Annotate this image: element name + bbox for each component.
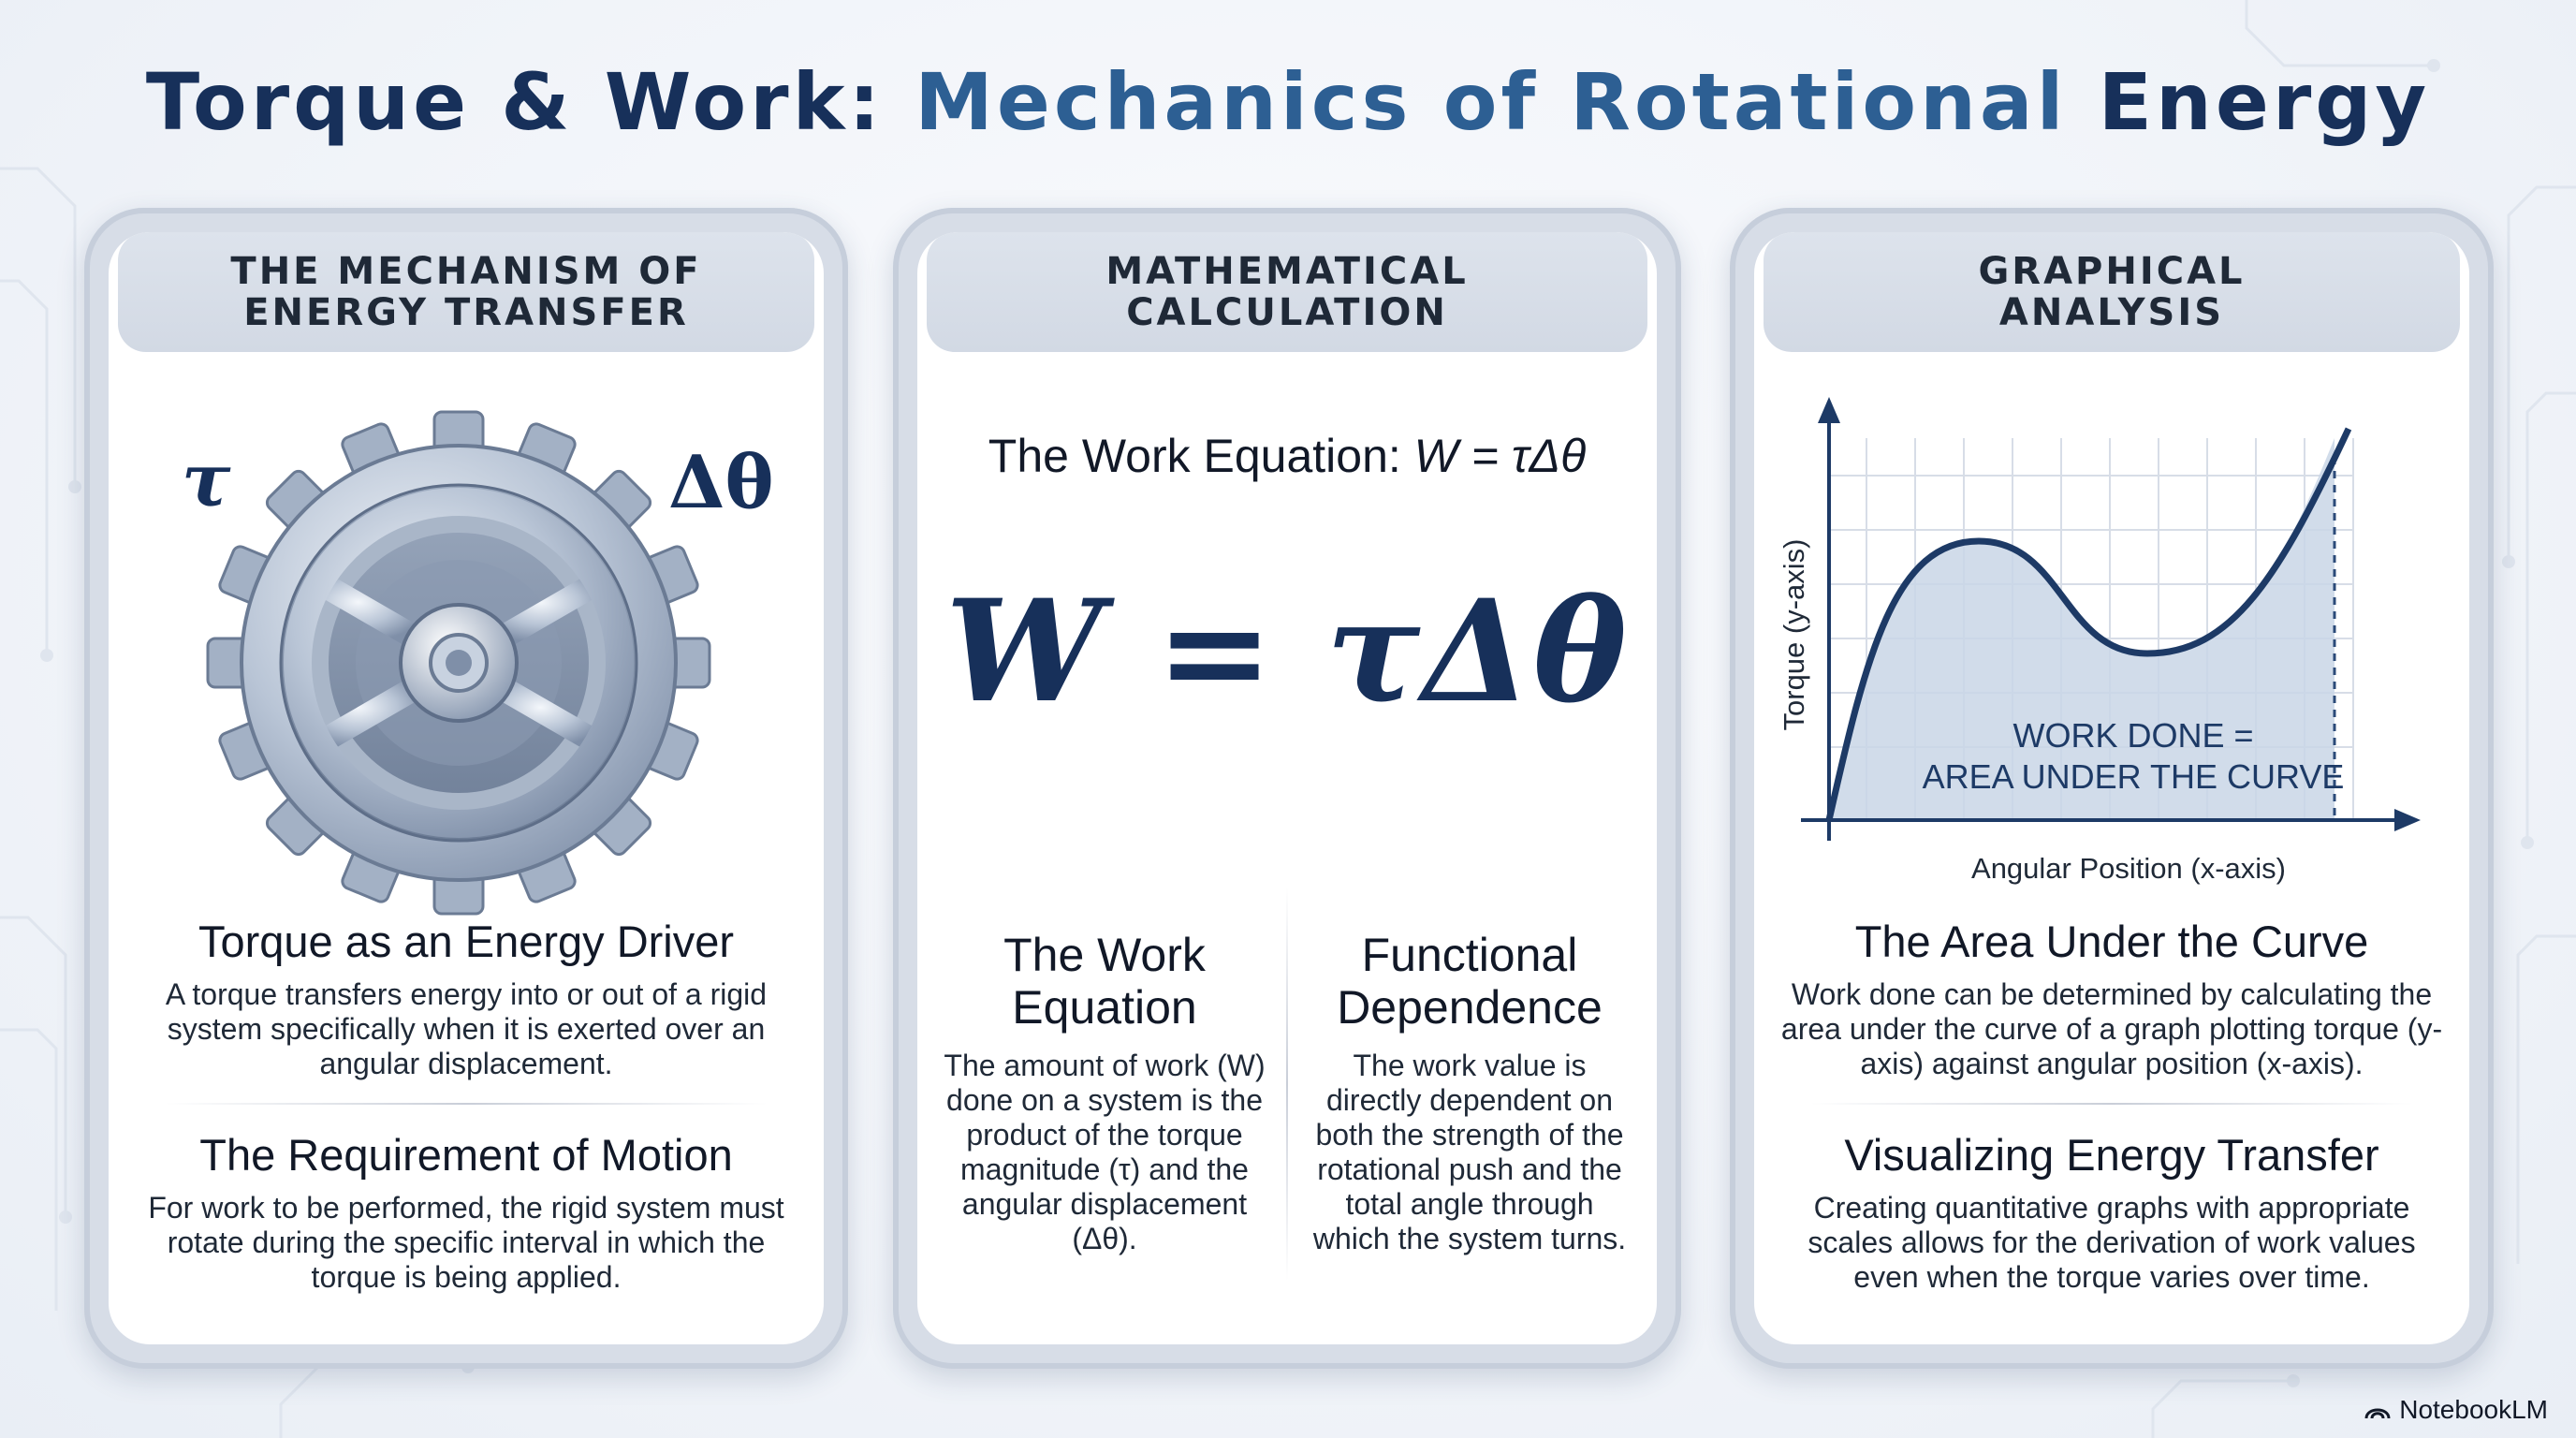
page-title: Torque & Work: Mechanics of Rotational E… [0, 56, 2576, 148]
header-line-2: ENERGY TRANSFER [243, 291, 689, 334]
column-divider [1286, 888, 1288, 1281]
y-axis-arrow-icon [1818, 397, 1840, 423]
panel-energy-transfer: THE MECHANISM OF ENERGY TRANSFER τ Δθ [84, 208, 848, 1369]
section-body-visualizing-energy: Creating quantitative graphs with approp… [1808, 1191, 2416, 1294]
panel-mathematical-calculation: MATHEMATICAL CALCULATION The Work Equati… [893, 208, 1681, 1369]
delta-theta-symbol: Δθ [668, 440, 774, 525]
title-part-3: Energy [2067, 56, 2431, 148]
header-line-1: MATHEMATICAL [1105, 250, 1469, 293]
torque-symbol: τ [182, 438, 231, 523]
section-body-energy-driver: A torque transfers energy into or out of… [165, 977, 768, 1080]
header-line-2: ANALYSIS [1998, 291, 2225, 334]
section-title-area-under-curve: The Area Under the Curve [1854, 917, 2369, 966]
section-title-energy-driver: Torque as an Energy Driver [198, 917, 735, 966]
panel-graphical-analysis: GRAPHICAL ANALYSIS WORK DONE = AREA UNDE… [1730, 208, 2494, 1369]
title-part-1: Torque & Work: [145, 56, 915, 148]
col-body-functional-dependence: The work value is directly dependent on … [1312, 1049, 1627, 1255]
section-title-requirement-of-motion: The Requirement of Motion [199, 1130, 733, 1180]
gear-spoke [490, 676, 609, 755]
panel-mathematical-calculation-body: MATHEMATICAL CALCULATION The Work Equati… [917, 232, 1657, 1344]
notebooklm-logo-icon [2364, 1408, 2391, 1419]
x-axis-arrow-icon [2394, 809, 2421, 831]
y-axis-label: Torque (y-axis) [1778, 539, 1810, 731]
header-line-1: GRAPHICAL [1978, 250, 2246, 293]
gear-spoke [308, 676, 427, 755]
col-title-line-2: Dependence [1337, 981, 1603, 1034]
panel-energy-transfer-header: THE MECHANISM OF ENERGY TRANSFER [118, 232, 814, 352]
gear-spoke [308, 571, 427, 650]
panel-energy-transfer-body: THE MECHANISM OF ENERGY TRANSFER τ Δθ [109, 232, 824, 1344]
equation-label-formula: W = τΔθ [1413, 430, 1587, 482]
equation-label-prefix: The Work Equation: [988, 430, 1414, 482]
panel-graphical-analysis-header: GRAPHICAL ANALYSIS [1764, 232, 2460, 352]
col-title-line-1: The Work [1003, 929, 1206, 981]
area-label-line-1: WORK DONE = [2012, 716, 2253, 755]
header-line-1: THE MECHANISM OF [230, 250, 702, 293]
brand-label: NotebookLM [2399, 1395, 2548, 1424]
divider [165, 1103, 768, 1105]
x-axis-label: Angular Position (x-axis) [1971, 852, 2286, 885]
col-title-work-equation: The Work Equation [927, 929, 1282, 1034]
gear-spoke [490, 571, 609, 650]
area-under-curve [1829, 438, 2334, 820]
torque-graph: WORK DONE = AREA UNDER THE CURVE Angular… [1778, 397, 2421, 885]
col-title-functional-dependence: Functional Dependence [1292, 929, 1647, 1034]
panel-graphical-analysis-body: GRAPHICAL ANALYSIS WORK DONE = AREA UNDE… [1754, 232, 2469, 1344]
divider [1810, 1103, 2413, 1105]
gear-icon [206, 410, 711, 916]
col-body-work-equation: The amount of work (W) done on a system … [944, 1049, 1266, 1255]
section-body-requirement-of-motion: For work to be performed, the rigid syst… [148, 1191, 784, 1294]
header-line-2: CALCULATION [1126, 291, 1448, 334]
torque-curve [1825, 427, 2352, 821]
col-title-line-1: Functional [1361, 929, 1578, 981]
work-equation-label: The Work Equation: W = τΔθ [917, 429, 1657, 483]
panel-mathematical-calculation-header: MATHEMATICAL CALCULATION [927, 232, 1647, 352]
title-part-2: Mechanics of Rotational [915, 56, 2068, 148]
notebooklm-brand: NotebookLM [2364, 1395, 2548, 1425]
big-work-equation: W = τΔθ [945, 569, 1629, 734]
section-title-visualizing-energy: Visualizing Energy Transfer [1844, 1130, 2379, 1180]
col-title-line-2: Equation [1012, 981, 1197, 1034]
section-body-area-under-curve: Work done can be determined by calculati… [1780, 977, 2443, 1080]
area-label-line-2: AREA UNDER THE CURVE [1923, 757, 2345, 796]
